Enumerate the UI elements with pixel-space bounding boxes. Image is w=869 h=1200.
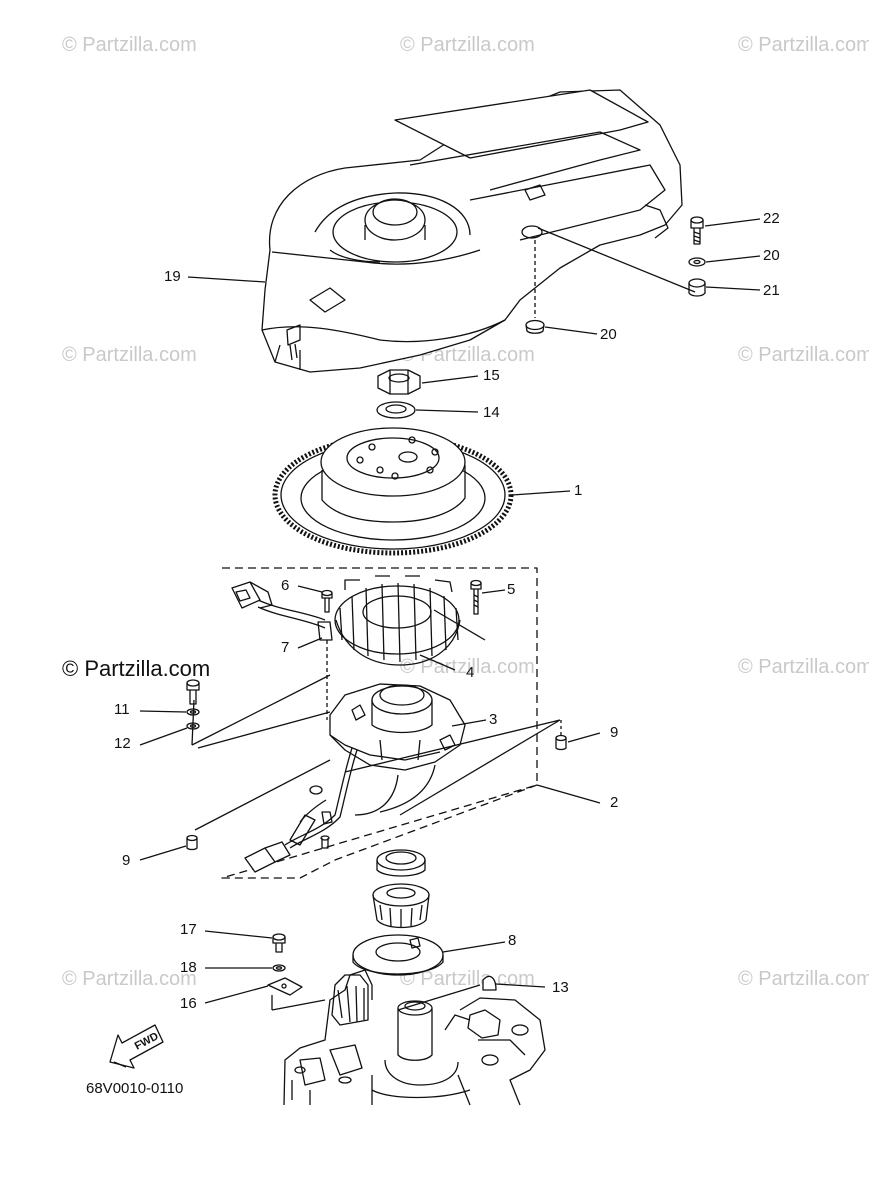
screw-6 [321,589,333,613]
callout-6: 6 [281,577,290,594]
flywheel-1 [272,427,514,556]
fwd-arrow-icon [109,1024,164,1069]
callout-22: 22 [763,210,780,227]
brand-watermark: © Partzilla.com [62,656,211,681]
callout-20: 20 [763,247,780,264]
bolt-11 [186,679,200,705]
callout-8: 8 [508,932,517,949]
callout-19: 19 [164,268,181,285]
collar-21 [688,278,706,297]
watermark: © Partzilla.com [738,34,869,56]
flywheel-nut-15 [377,369,421,395]
callout-leaders [139,218,761,1011]
key-13 [482,975,497,991]
callout-18: 18 [180,959,197,976]
callout-15: 15 [483,367,500,384]
watermark: © Partzilla.com [62,344,197,366]
watermark: © Partzilla.com [62,968,197,990]
leader-line [191,699,195,746]
watermark: © Partzilla.com [738,344,869,366]
callout-2: 2 [610,794,619,811]
stator-4 [334,575,461,666]
callout-4: 4 [466,664,475,681]
plate-8 [352,934,444,976]
callout-11: 11 [114,701,130,718]
grommet-20-lower [525,319,545,334]
callout-1: 1 [574,482,583,499]
screw-17 [272,933,286,953]
callout-13: 13 [552,979,569,996]
watermark: © Partzilla.com [62,34,197,56]
callout-20-lower: 20 [600,326,617,343]
watermark: © Partzilla.com [738,968,869,990]
bracket-16 [267,977,303,996]
leader-line [537,227,696,293]
watermark: © Partzilla.com [400,34,535,56]
callout-7: 7 [281,639,290,656]
stator-assembly-outline [221,567,538,879]
drive-gear [372,883,430,929]
grommet-20 [688,257,706,267]
washer-14 [376,401,416,419]
washer-18 [272,964,286,972]
callout-3: 3 [489,711,498,728]
powerhead-block [283,969,546,1106]
diagram-code: 68V0010-0110 [86,1080,184,1097]
callout-16: 16 [180,995,197,1012]
bolt-22 [690,216,704,245]
leader-line [191,674,331,749]
callout-21: 21 [763,282,780,299]
dowel-pin-9 [555,734,567,751]
callout-5: 5 [507,581,516,598]
stator-harness [231,581,333,641]
callout-17: 17 [180,921,197,938]
leader-line [344,719,561,816]
watermark: © Partzilla.com [738,656,869,678]
leader-line [194,759,331,831]
stator-base-3 [329,683,466,771]
callout-14: 14 [483,404,500,421]
flywheel-cover [261,89,683,373]
callout-9-left: 9 [122,852,131,869]
gear-sleeve [376,849,426,877]
callout-9: 9 [610,724,619,741]
callout-12: 12 [114,735,131,752]
pulser-harness [244,747,436,873]
bolt-5 [470,579,482,615]
dowel-pin-9-left [186,834,198,851]
